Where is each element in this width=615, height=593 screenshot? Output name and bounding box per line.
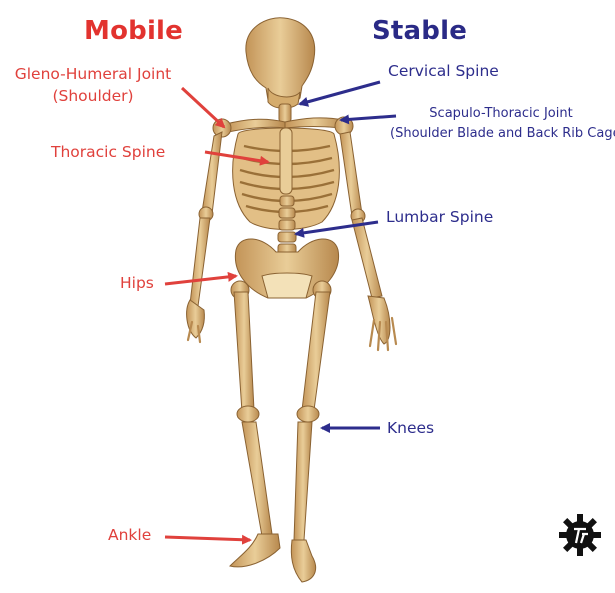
ankle-label: Ankle [108, 524, 151, 546]
shoulder-label-line1: Gleno-Humeral Joint [8, 63, 178, 85]
stable-heading: Stable [372, 16, 467, 46]
mobile-heading: Mobile [84, 16, 183, 46]
scapulo-thoracic-label: Scapulo-Thoracic Joint (Shoulder Blade a… [390, 104, 612, 144]
cervical-spine-label: Cervical Spine [388, 60, 499, 82]
gear-logo-icon [559, 514, 601, 556]
scapulo-label-line1: Scapulo-Thoracic Joint [390, 104, 612, 124]
hips-label: Hips [120, 272, 154, 294]
knees-label: Knees [387, 417, 434, 439]
shoulder-label-line2: (Shoulder) [8, 85, 178, 107]
scapulo-label-line2: (Shoulder Blade and Back Rib Cage) [390, 124, 612, 144]
lumbar-spine-label: Lumbar Spine [386, 206, 493, 228]
thoracic-spine-label: Thoracic Spine [51, 141, 165, 163]
shoulder-label: Gleno-Humeral Joint (Shoulder) [8, 63, 178, 107]
